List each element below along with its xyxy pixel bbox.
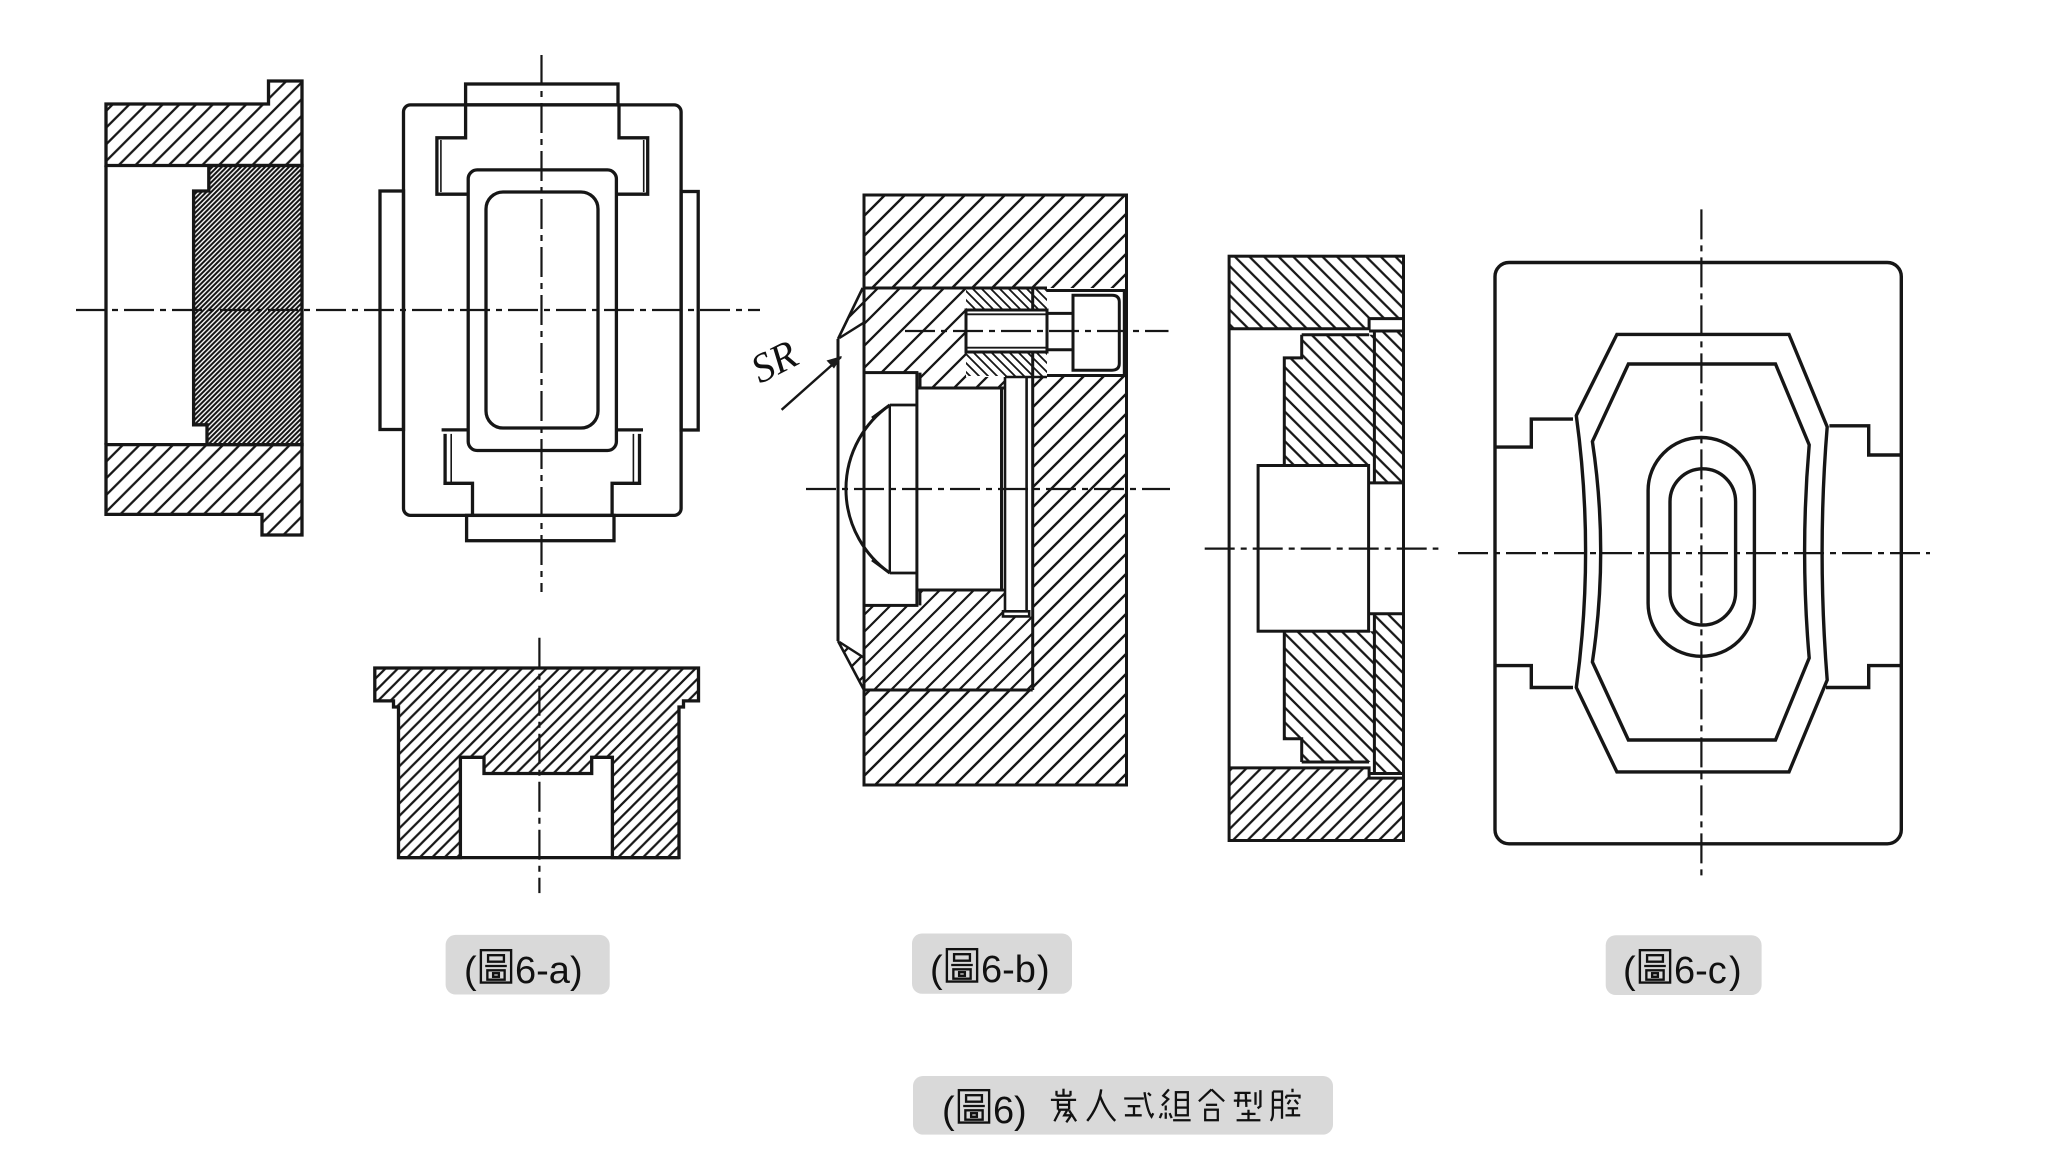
svg-text:): ) <box>1729 950 1742 992</box>
svg-text:6-c: 6-c <box>1674 950 1727 992</box>
svg-text:(: ( <box>942 1090 955 1132</box>
svg-text:(: ( <box>1623 950 1636 992</box>
svg-text:): ) <box>1037 949 1050 991</box>
svg-text:): ) <box>1014 1090 1027 1132</box>
svg-text:6-a: 6-a <box>515 950 571 992</box>
svg-text:(: ( <box>930 949 943 991</box>
svg-text:(: ( <box>464 950 477 992</box>
svg-text:6-b: 6-b <box>981 949 1036 991</box>
svg-text:): ) <box>570 950 583 992</box>
svg-text:6: 6 <box>993 1090 1014 1132</box>
